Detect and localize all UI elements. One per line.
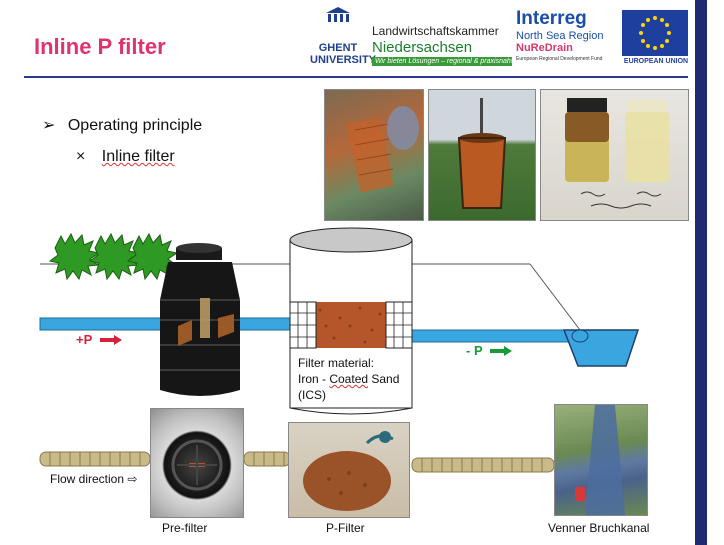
caption-p-filter: P-Filter <box>326 521 365 535</box>
pre-filter-tank-icon <box>160 243 240 396</box>
lwk-line1: Landwirtschaftskammer <box>372 24 499 38</box>
bush-icons <box>48 232 179 281</box>
caption-pre-filter: Pre-filter <box>162 521 208 535</box>
minus-p-label: - P <box>466 343 483 358</box>
p-filter-cylinder <box>289 227 413 415</box>
right-border-bar <box>695 0 707 545</box>
sub-bullet-text: Inline filter <box>101 148 175 165</box>
eu-flag-icon <box>622 10 688 56</box>
bullet-inline-filter: × Inline filter <box>76 148 175 166</box>
bullet-operating-principle: ➢ Operating principle <box>42 115 202 135</box>
inlet-pipe <box>39 317 171 331</box>
caption-canal: Venner Bruchkanal <box>548 521 650 535</box>
interreg-region: North Sea Region <box>516 30 604 42</box>
interreg-project: NuReDrain <box>516 42 573 54</box>
photo-filter-basket-field <box>428 89 536 221</box>
photo-pre-filter <box>150 408 244 518</box>
bullet-arrow-icon: ➢ <box>42 117 56 134</box>
photo-hand-holding-filter <box>324 89 424 221</box>
ghent-logo-icon <box>320 6 356 24</box>
eu-label: EUROPEAN UNION <box>623 58 689 65</box>
outlet-grid-icon <box>385 301 413 349</box>
right-margin <box>707 0 724 545</box>
connector-pipe <box>235 317 293 331</box>
lwk-line2: Niedersachsen <box>372 39 473 56</box>
pipe-outlet-end <box>571 329 589 343</box>
plus-p-arrow-icon <box>100 335 122 345</box>
flow-direction-text: Flow direction <box>50 472 125 486</box>
filter-iron: Iron - <box>298 372 330 386</box>
flow-direction-arrow-icon: ⇨ <box>127 472 138 486</box>
filter-coated: Coated <box>329 372 369 386</box>
sub-bullet-cross-icon: × <box>76 148 86 165</box>
ghent-university-logo: GHENT UNIVERSITY <box>310 42 377 66</box>
lwk-logo: Landwirtschaftskammer Niedersachsen Wir … <box>372 24 513 66</box>
lwk-tagline: Wir bieten Lösungen – regional & praxisn… <box>372 57 513 66</box>
plus-p-label: +P <box>76 332 93 347</box>
photo-p-filter <box>288 422 410 518</box>
title-underline <box>24 76 688 78</box>
photo-canal <box>554 404 648 516</box>
interreg-title: Interreg <box>516 8 587 29</box>
ghent-line2: UNIVERSITY <box>310 54 377 66</box>
ghent-line1: GHENT <box>318 42 358 54</box>
interreg-fund: European Regional Development Fund <box>516 56 603 62</box>
filter-sand: Sand <box>368 372 400 386</box>
filter-material-label: Filter material: Iron - Coated Sand (ICS… <box>298 355 410 403</box>
inlet-grid-icon <box>289 301 317 349</box>
filter-material-line2: Iron - Coated Sand <box>298 371 410 387</box>
bullet-text: Operating principle <box>67 117 203 134</box>
outlet-pipe <box>411 329 581 343</box>
flow-direction-label: Flow direction ⇨ <box>50 472 137 486</box>
photo-water-jars <box>540 89 689 221</box>
interreg-logo: Interreg North Sea Region NuReDrain Euro… <box>516 8 616 62</box>
minus-p-arrow-icon <box>490 346 512 356</box>
filter-material-line3: (ICS) <box>298 388 326 402</box>
filter-material-line1: Filter material: <box>298 356 375 370</box>
slide-title: Inline P filter <box>34 34 166 59</box>
ditch-bank <box>529 263 581 331</box>
